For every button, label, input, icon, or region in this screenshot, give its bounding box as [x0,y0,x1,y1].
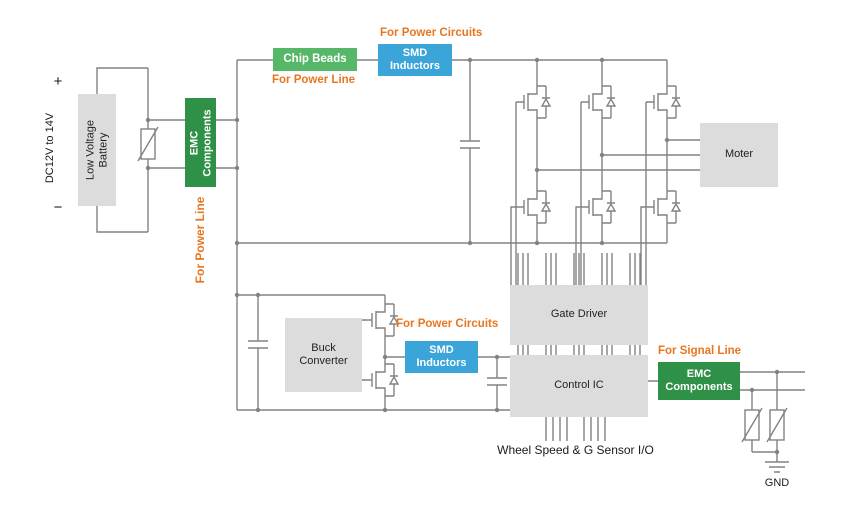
mosfet-inverter-high-2 [580,85,616,119]
chip-beads-label: Chip Beads [283,52,347,65]
wire-power-bus [216,60,238,410]
wire-gate-bundles-top [517,253,641,285]
emc-components-signal-label: EMC Components [665,367,733,393]
mosfet-inverter-low-2 [580,190,616,224]
mosfet-inverter-high-1 [515,85,551,119]
battery-minus-sign: − [53,199,63,216]
mosfet-buck-low [363,363,399,397]
mosfet-buck-high [363,303,399,337]
for-power-line-vertical-tag: For Power Line [193,196,208,284]
control-ic-label: Control IC [554,379,604,392]
battery-voltage-label: DC12V to 14V [43,112,56,184]
wire-signal-section [648,371,805,473]
varistor-battery [137,126,159,162]
low-voltage-battery-box: Low Voltage Battery [78,94,116,206]
buck-converter-box: Buck Converter [285,318,362,392]
for-power-line-tag: For Power Line [272,74,356,86]
control-ic-box: Control IC [510,355,648,417]
low-voltage-battery-label: Low Voltage Battery [84,120,109,180]
gnd-label: GND [764,477,790,489]
mosfet-inverter-low-1 [515,190,551,224]
smd-inductors-power-label: SMD Inductors [389,46,441,72]
mosfet-inverter-high-3 [645,85,681,119]
motor-label: Moter [724,148,754,161]
wire-motor-phases [537,139,700,171]
wire-gate-bundles-mid [517,345,641,355]
chip-beads-box: Chip Beads [273,48,357,71]
smd-inductors-buck-label: SMD Inductors [416,343,467,369]
smd-inductors-buck-box: SMD Inductors [405,341,478,373]
motor-box: Moter [700,123,778,187]
wire-battery-loop [96,67,185,233]
wire-gate-drops [510,102,647,285]
emc-components-signal-box: EMC Components [658,362,740,400]
junction-dots [145,57,780,455]
emc-components-power-box: EMC Components [185,98,216,187]
varistor-signal-1 [741,407,763,443]
emc-components-power-label: EMC Components [187,108,213,177]
wire-buck-section [237,294,510,411]
sensor-io-label: Wheel Speed & G Sensor I/O [497,443,654,457]
capacitor-dclink [460,60,480,243]
varistor-signal-2 [766,407,788,443]
mosfet-inverter-low-3 [645,190,681,224]
for-power-circuits-buck-tag: For Power Circuits [396,318,499,330]
wire-sensor-io [545,417,606,441]
gate-driver-label: Gate Driver [550,308,608,321]
for-power-circuits-tag: For Power Circuits [380,27,483,39]
gate-driver-box: Gate Driver [510,285,648,345]
for-signal-line-tag: For Signal Line [658,345,742,357]
buck-converter-label: Buck Converter [299,341,348,367]
battery-plus-sign: + [53,73,63,90]
smd-inductors-power-box: SMD Inductors [378,44,452,76]
